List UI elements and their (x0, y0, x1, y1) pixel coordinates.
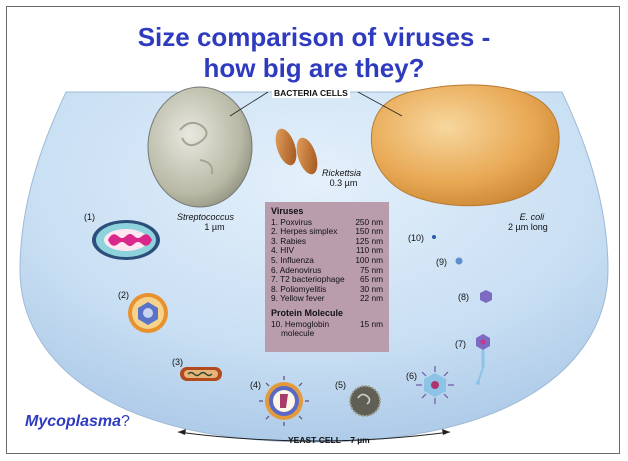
marker-4: (4) (250, 380, 261, 390)
herpes-simplex-illustration (128, 293, 168, 333)
title-line-2: how big are they? (0, 52, 628, 84)
rabies-illustration (180, 367, 222, 381)
mycoplasma-question: Mycoplasma? (25, 413, 130, 431)
streptococcus-label: Streptococcus 1 µm (177, 212, 234, 232)
marker-10: (10) (408, 233, 424, 243)
marker-7: (7) (455, 339, 466, 349)
poxvirus-illustration (92, 220, 160, 260)
protein-header: Protein Molecule (271, 309, 383, 319)
marker-3: (3) (172, 357, 183, 367)
streptococcus-size: 1 µm (186, 222, 224, 232)
yeast-cell-label: YEAST CELL – 7 µm (288, 435, 370, 445)
rickettsia-size: 0.3 µm (326, 178, 358, 188)
protein-name-line2: molecule (271, 328, 314, 338)
title-line-1: Size comparison of viruses - (0, 21, 628, 53)
yeast-arrow-head-right (442, 429, 450, 435)
marker-2: (2) (118, 290, 129, 300)
streptococcus-name: Streptococcus (177, 212, 234, 222)
yellow-fever-illustration (456, 258, 463, 265)
influenza-illustration (350, 386, 380, 416)
mycoplasma-suffix: ? (121, 413, 130, 430)
hiv-illustration (259, 376, 309, 426)
ecoli-label: E. coli 2 µm long (508, 212, 548, 232)
protein-name: 10. Hemoglobinmolecule (271, 320, 329, 339)
marker-6: (6) (406, 371, 417, 381)
viruses-header: Viruses (271, 207, 383, 217)
protein-row: 10. Hemoglobinmolecule 15 nm (271, 320, 383, 339)
marker-9: (9) (436, 257, 447, 267)
virus-name: 9. Yellow fever (271, 294, 325, 304)
virus-size: 22 nm (360, 294, 383, 304)
rickettsia-name: Rickettsia (322, 168, 361, 178)
protein-size: 15 nm (360, 320, 383, 339)
marker-8: (8) (458, 292, 469, 302)
yeast-arrow-head-left (178, 429, 186, 435)
hemoglobin-illustration (432, 235, 436, 239)
virus-size-table: Viruses 1. Poxvirus250 nm 2. Herpes simp… (265, 202, 389, 352)
mycoplasma-name: Mycoplasma (25, 413, 121, 430)
virus-row: 9. Yellow fever 22 nm (271, 294, 383, 304)
ecoli-cell (371, 85, 559, 206)
protein-name-line1: 10. Hemoglobin (271, 319, 329, 329)
bacteria-cells-label: BACTERIA CELLS (272, 88, 350, 98)
ecoli-size: 2 µm long (508, 222, 548, 232)
ecoli-name: E. coli (512, 212, 545, 222)
rickettsia-label: Rickettsia 0.3 µm (322, 168, 361, 188)
marker-1: (1) (84, 212, 95, 222)
streptococcus-cell (148, 87, 252, 207)
marker-5: (5) (335, 380, 346, 390)
